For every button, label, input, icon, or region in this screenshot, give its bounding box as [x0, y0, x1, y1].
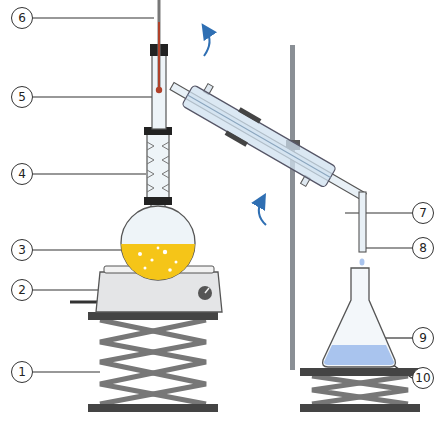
lab-jack — [88, 312, 218, 412]
callout-number: 5 — [11, 86, 33, 108]
callout-number: 2 — [11, 279, 33, 301]
stand-rod — [290, 45, 295, 370]
callout-number: 3 — [11, 239, 33, 261]
condenser — [162, 69, 374, 215]
drip-tube — [359, 192, 366, 252]
leader-lines — [33, 18, 412, 378]
lab-jack — [300, 368, 420, 412]
callout-number: 10 — [412, 367, 434, 389]
thermometer — [156, 0, 162, 93]
callout-number: 1 — [11, 361, 33, 383]
vigreux-column — [144, 127, 172, 205]
erlenmeyer-flask — [323, 268, 396, 367]
flow-arrow — [204, 30, 210, 56]
flow-arrow — [259, 200, 266, 225]
callout-number: 8 — [412, 237, 434, 259]
callout-number: 4 — [11, 163, 33, 185]
callout-number: 6 — [11, 7, 33, 29]
round-flask — [118, 195, 198, 284]
callout-number: 7 — [412, 202, 434, 224]
callout-number: 9 — [412, 327, 434, 349]
